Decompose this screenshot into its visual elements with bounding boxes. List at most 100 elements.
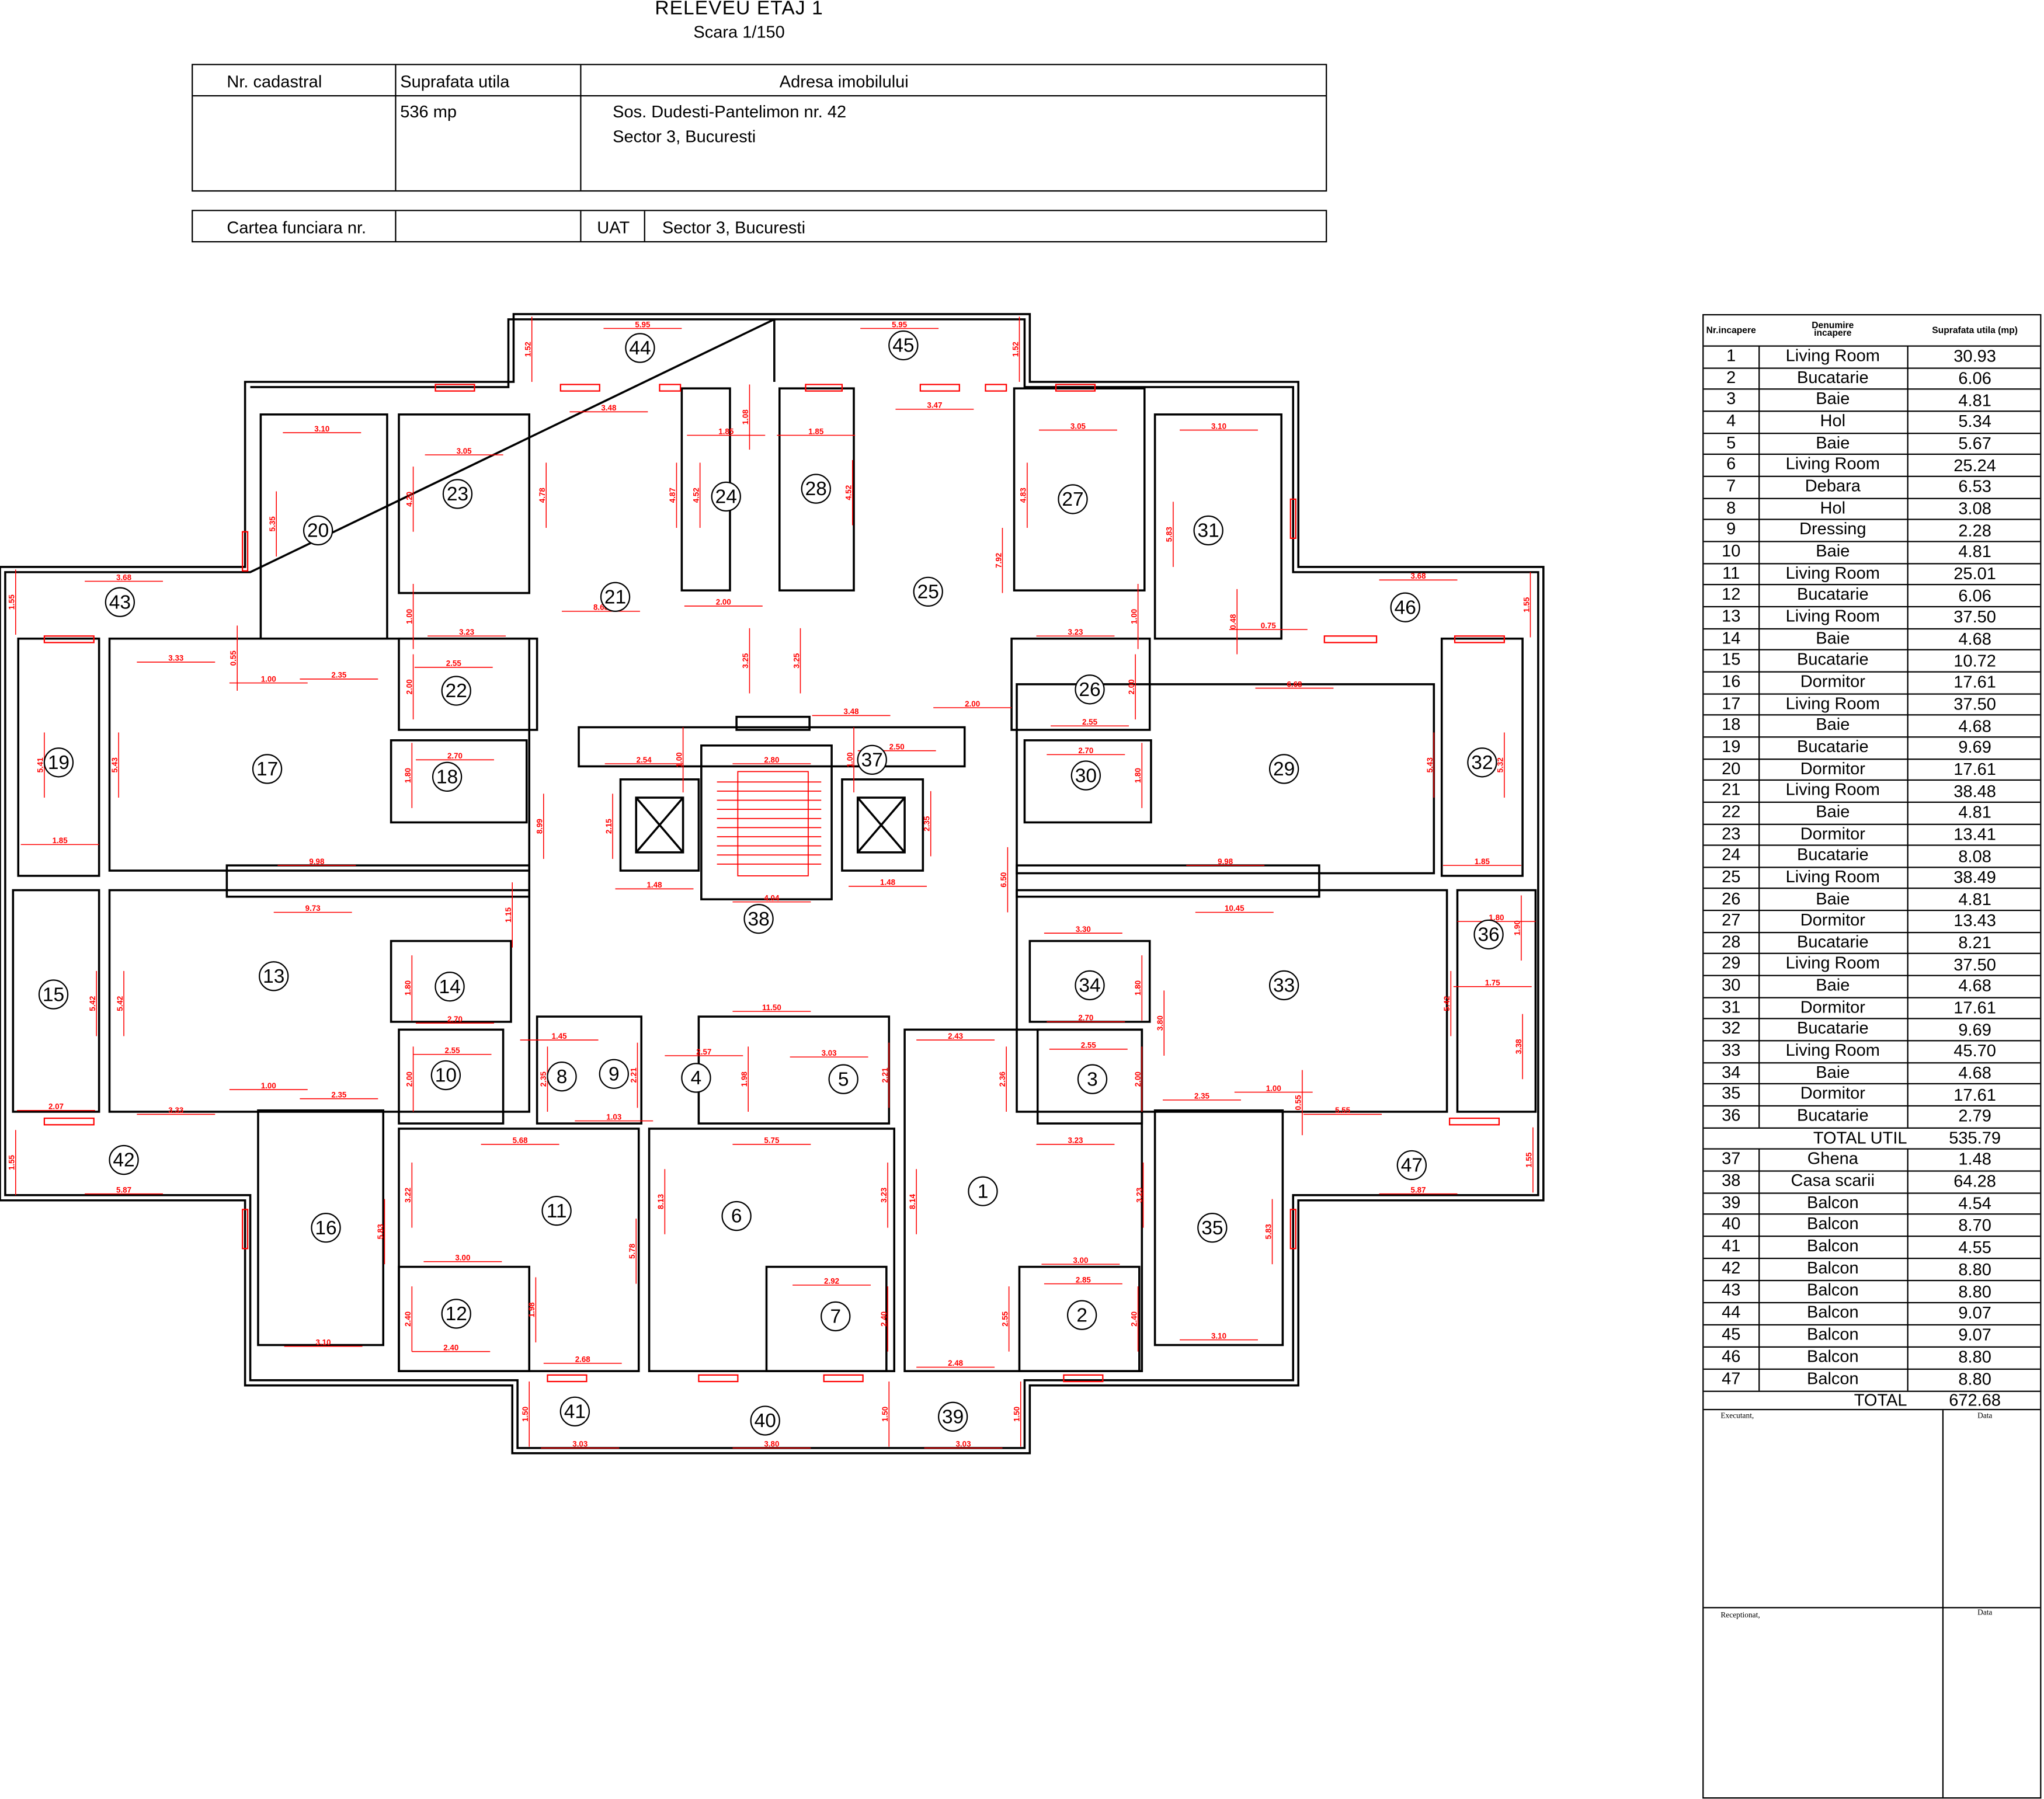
dimension-label: 4.20 — [405, 492, 413, 507]
room-name: Living Room — [1758, 693, 1909, 715]
room-name: Living Room — [1758, 780, 1909, 802]
window — [698, 1374, 739, 1383]
room-number-label: 39 — [942, 1406, 964, 1428]
room-number-label: 27 — [1062, 489, 1083, 510]
room-marker: 43 — [105, 587, 135, 617]
dimension-label: 2.15 — [604, 819, 613, 834]
dimension-label: 1.48 — [880, 878, 896, 887]
room-circle — [430, 1060, 461, 1091]
room-area: 2.79 — [1958, 1106, 1991, 1126]
room-number-label: 24 — [715, 486, 737, 508]
room-circle — [1467, 747, 1497, 778]
dimension-label: 3.33 — [168, 1106, 183, 1115]
room-marker: 44 — [625, 333, 655, 363]
dimension-label: 5.32 — [1496, 757, 1505, 773]
room-number: 11 — [1704, 562, 1760, 584]
room-marker: 35 — [1197, 1212, 1228, 1243]
room-number-label: 38 — [748, 909, 769, 930]
room-circle — [43, 747, 74, 778]
room-number-label: 30 — [1075, 765, 1097, 787]
room-number-label: 40 — [755, 1410, 776, 1432]
room-number: 14 — [1704, 627, 1760, 650]
dimension-label: 3.23 — [1068, 1136, 1083, 1145]
dimension-label: 2.00 — [1127, 679, 1136, 694]
room-number: 26 — [1704, 888, 1760, 910]
dimension-label: 2.35 — [1194, 1092, 1210, 1101]
dimension-label: 2.36 — [998, 1071, 1007, 1087]
room-name: Balcon — [1758, 1236, 1909, 1258]
total-util-row-label: TOTAL UTIL — [1813, 1128, 1907, 1147]
room-area: 38.49 — [1953, 867, 1996, 888]
room-circle — [1075, 674, 1105, 705]
dimension-label: 5.43 — [1426, 757, 1434, 773]
room-number: 44 — [1704, 1302, 1760, 1324]
dimension-label: 3.05 — [457, 447, 472, 455]
adresa-line1: Sos. Dudesti-Pantelimon nr. 42 — [613, 102, 847, 121]
room-area: 9.07 — [1958, 1325, 1991, 1345]
header-denumire: Denumire incapere — [1812, 321, 1854, 339]
dimension-label: 9.98 — [1218, 857, 1233, 866]
room-marker: 42 — [109, 1144, 139, 1175]
dimension-label: 0.48 — [1229, 614, 1237, 629]
room-circle — [252, 754, 283, 784]
room-area: 1.48 — [1958, 1149, 1991, 1169]
room-name: Baie — [1758, 801, 1909, 823]
room-area: 9.69 — [1958, 737, 1991, 757]
dimension-label: 3.23 — [1068, 628, 1083, 636]
dimension-label: 1.80 — [404, 980, 412, 996]
room-area: 4.81 — [1958, 542, 1991, 562]
room-marker: 19 — [43, 747, 74, 778]
dimension-label: 2.35 — [922, 816, 931, 831]
dimension-label: 5.95 — [635, 320, 651, 329]
dimension-label: 2.57 — [696, 1048, 711, 1056]
drawing-title: RELEVEU ETAJ 1 — [655, 0, 823, 20]
window — [823, 1374, 864, 1383]
cartea-funciara-label: Cartea funciara nr. — [227, 217, 367, 238]
room-name: Baie — [1758, 1062, 1909, 1084]
dimension-label: 2.00 — [405, 1071, 413, 1087]
dimension-label: 3.03 — [955, 1440, 971, 1449]
room-name: Baie — [1758, 432, 1909, 454]
dimension-label: 1.00 — [846, 752, 854, 767]
dimension-label: 2.70 — [1078, 746, 1093, 755]
room-number-label: 16 — [315, 1217, 336, 1239]
room-area: 37.50 — [1953, 694, 1996, 714]
window — [434, 384, 475, 392]
room-number-label: 41 — [564, 1401, 586, 1423]
room-name: Bucatarie — [1758, 1018, 1909, 1041]
room-number-label: 17 — [256, 758, 278, 780]
room-area: 8.80 — [1958, 1259, 1991, 1279]
window — [659, 384, 682, 392]
dimension-label: 4.87 — [668, 488, 677, 503]
room-circle — [541, 1195, 572, 1226]
room-name: Bucatarie — [1758, 844, 1909, 867]
room-number-label: 34 — [1079, 975, 1100, 997]
room-number-label: 14 — [439, 976, 460, 998]
room-number-label: 3 — [1087, 1069, 1098, 1090]
window — [547, 1374, 588, 1383]
dimension-label: 6.68 — [1287, 680, 1302, 688]
room-marker: 4 — [681, 1063, 711, 1093]
total-row-label: TOTAL — [1854, 1389, 1907, 1410]
room-name: Living Room — [1758, 953, 1909, 975]
room-marker: 18 — [432, 761, 463, 792]
dimension-label: 2.43 — [948, 1032, 963, 1041]
room-circle — [38, 979, 69, 1010]
room-area: 4.54 — [1958, 1193, 1991, 1213]
receptionat-data-label: Data — [1977, 1609, 1993, 1618]
room-name: Dormitor — [1758, 823, 1909, 845]
room-area: 13.43 — [1953, 911, 1996, 931]
dimension-label: 0.75 — [1261, 621, 1277, 630]
